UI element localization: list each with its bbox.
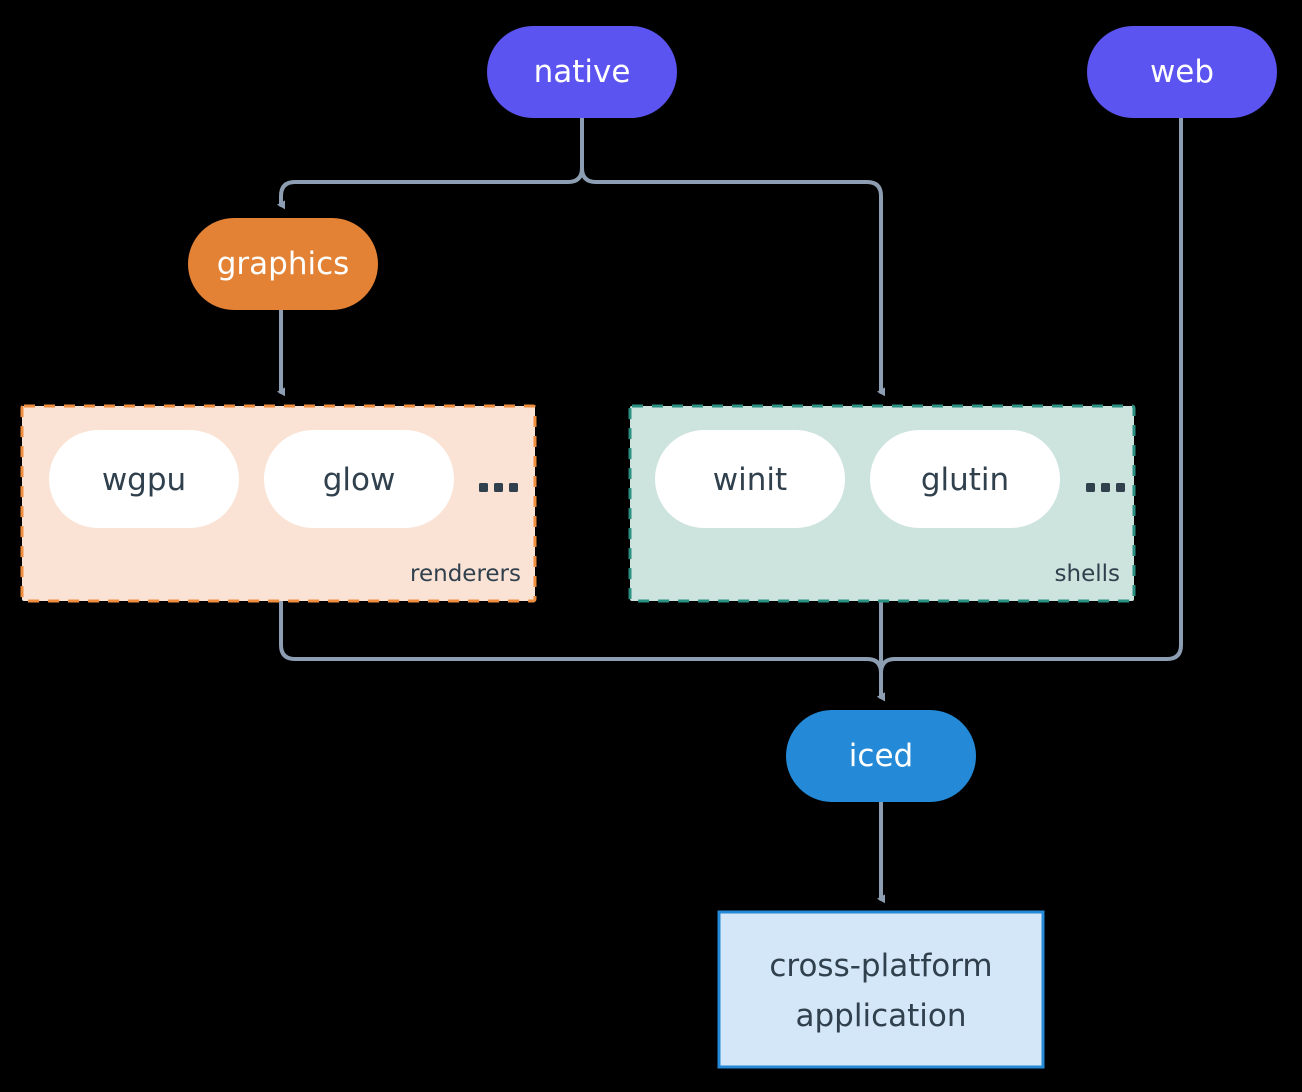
node-web[interactable]: web <box>1087 26 1277 118</box>
node-graphics[interactable]: graphics <box>188 218 378 310</box>
shells-ellipsis-icon <box>1086 483 1125 492</box>
list-item[interactable]: winit <box>655 430 845 528</box>
renderer-label-glow: glow <box>323 462 396 498</box>
group-shells[interactable]: winit glutin shells <box>628 404 1136 603</box>
node-graphics-label: graphics <box>217 246 350 282</box>
shell-label-winit: winit <box>713 462 787 498</box>
edge-native-to-shells <box>580 166 885 397</box>
node-application-shape[interactable] <box>717 910 1045 1069</box>
group-renderers[interactable]: wgpu glow renderers <box>20 404 537 603</box>
group-caption-renderers: renderers <box>410 561 521 587</box>
node-web-shape[interactable] <box>1087 26 1277 118</box>
group-caption-shells: shells <box>1055 561 1120 587</box>
node-graphics-shape[interactable] <box>188 218 378 310</box>
node-web-label: web <box>1150 54 1214 90</box>
renderers-ellipsis-icon <box>479 483 518 492</box>
node-native[interactable]: native <box>487 26 677 118</box>
list-item[interactable]: wgpu <box>49 430 239 528</box>
node-native-label: native <box>534 54 631 90</box>
list-item[interactable]: glutin <box>870 430 1060 528</box>
list-item[interactable]: glow <box>264 430 454 528</box>
edge-renderers-to-iced <box>279 599 885 702</box>
renderer-pill-wgpu[interactable] <box>49 430 239 528</box>
edge-web-to-iced <box>876 116 1183 702</box>
node-iced-label: iced <box>849 738 913 774</box>
node-application-label-line1: cross-platform <box>769 948 992 984</box>
node-iced[interactable]: iced <box>786 710 976 802</box>
edge-layer <box>276 116 1183 904</box>
node-native-shape[interactable] <box>487 26 677 118</box>
node-application[interactable]: cross-platform application <box>717 910 1045 1069</box>
renderer-label-wgpu: wgpu <box>102 462 186 498</box>
node-application-label-line2: application <box>796 998 967 1034</box>
shell-pill-winit[interactable] <box>655 430 845 528</box>
shell-pill-glutin[interactable] <box>870 430 1060 528</box>
renderer-pill-glow[interactable] <box>264 430 454 528</box>
shell-label-glutin: glutin <box>921 462 1009 498</box>
node-iced-shape[interactable] <box>786 710 976 802</box>
edge-native-trunk <box>276 116 584 210</box>
